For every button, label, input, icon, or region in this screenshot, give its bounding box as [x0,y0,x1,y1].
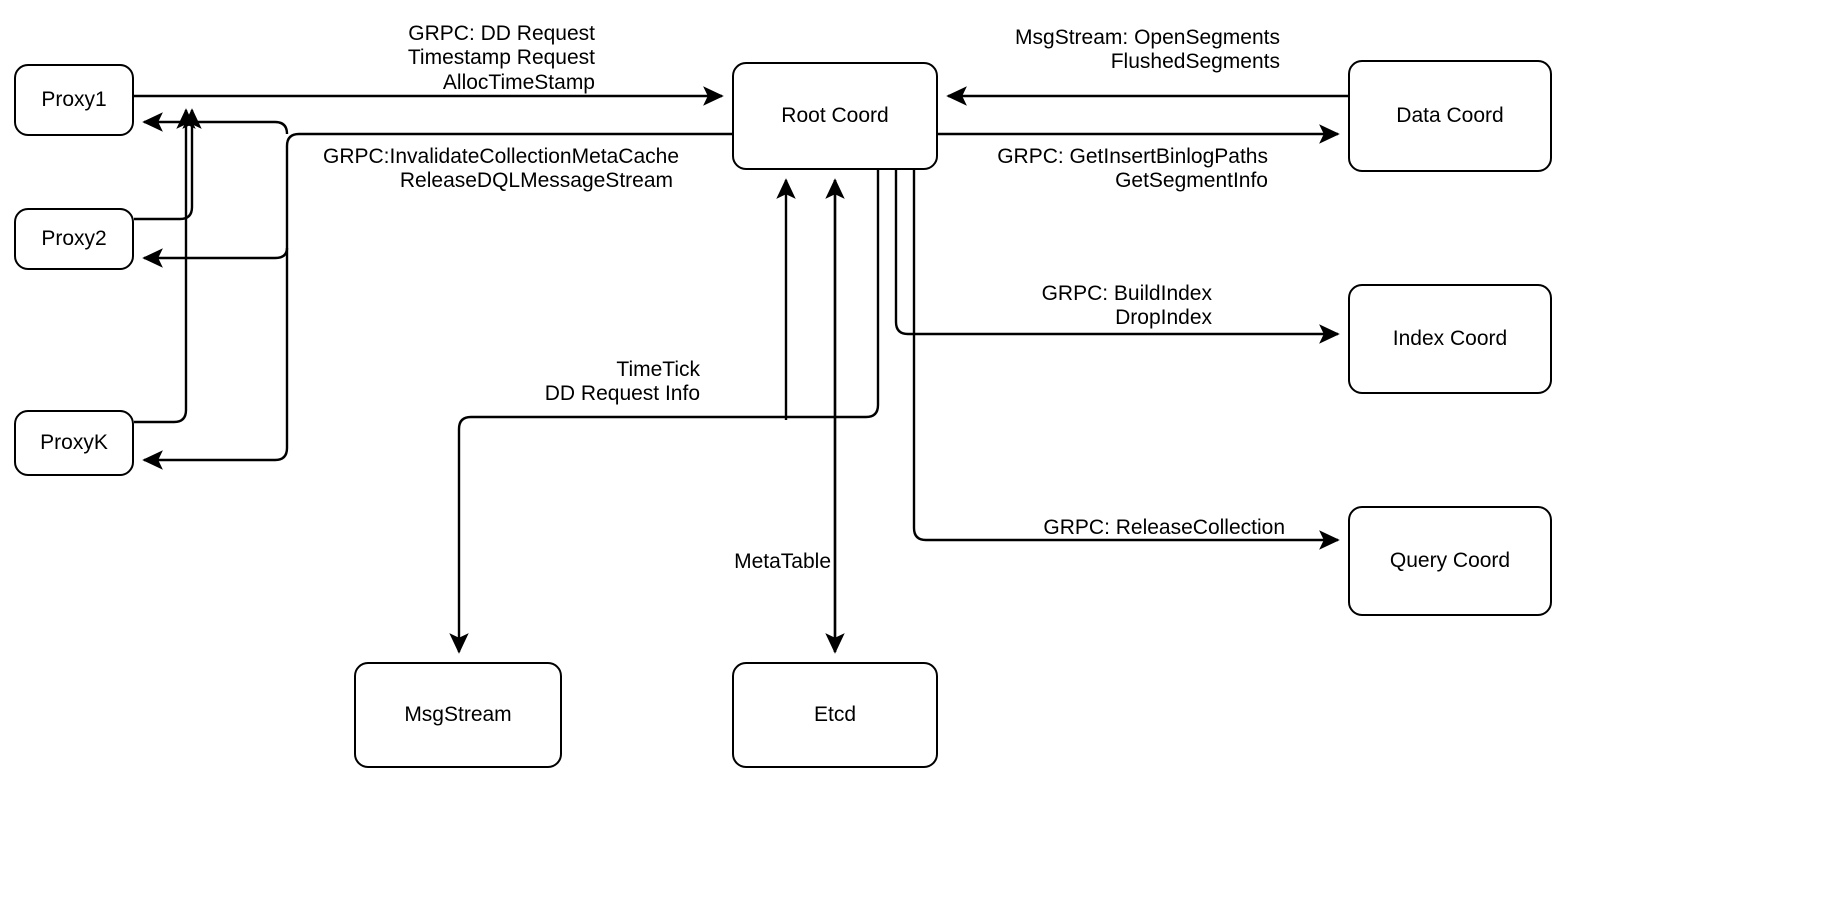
edge-label-line: GRPC: GetInsertBinlogPaths [997,145,1268,168]
node-proxy2[interactable]: Proxy2 [14,208,134,270]
node-msgstream-label: MsgStream [404,703,512,727]
node-etcd[interactable]: Etcd [732,662,938,768]
edge-label-line: ReleaseDQLMessageStream [399,169,673,193]
node-query-coord-label: Query Coord [1389,549,1511,573]
node-proxy2-label: Proxy2 [41,227,107,251]
edge-proxy2-to-rootcoord [134,108,202,221]
edge-proxyk-to-rootcoord [134,108,196,424]
edge-label-line: GRPC: ReleaseCollection [1043,516,1285,539]
node-query-coord[interactable]: Query Coord [1348,506,1552,616]
edge-label-root-to-querycoord: GRPC: ReleaseCollection [950,516,1285,540]
node-proxyk-label: ProxyK [40,431,108,455]
edge-label-line: GRPC:InvalidateCollectionMetaCache [323,145,680,168]
edge-rootcoord-to-msgstream [449,170,880,654]
node-root-coord[interactable]: Root Coord [732,62,938,170]
edge-rootcoord-to-querycoord [912,170,1340,550]
node-index-coord[interactable]: Index Coord [1348,284,1552,394]
edge-label-line: GRPC: DD Request [408,22,595,45]
edge-label-line: MetaTable [734,550,831,573]
edge-label-line: GetSegmentInfo [1115,169,1268,193]
edge-label-line: GRPC: BuildIndex [1041,282,1212,305]
node-index-coord-label: Index Coord [1392,327,1508,351]
edge-label-line: DropIndex [1115,306,1212,330]
edge-rootcoord-to-indexcoord [894,170,1340,344]
edge-rootcoord-to-proxies-trunk [142,132,732,470]
edge-rootcoord-to-proxy1 [142,112,289,135]
node-msgstream[interactable]: MsgStream [354,662,562,768]
node-proxyk[interactable]: ProxyK [14,410,134,476]
node-root-coord-label: Root Coord [781,104,889,128]
node-data-coord[interactable]: Data Coord [1348,60,1552,172]
edge-label-line: TimeTick [616,358,700,381]
node-proxy1-label: Proxy1 [41,88,107,112]
edge-label-line: DD Request Info [544,382,700,406]
edge-label-root-to-etcd: MetaTable [600,550,831,574]
node-etcd-label: Etcd [813,703,857,727]
edge-label-line: AllocTimeStamp [442,70,595,94]
edge-rootcoord-to-proxy2 [142,247,289,268]
edge-label-line: FlushedSegments [1110,50,1280,74]
edge-label-line: Timestamp Request [407,46,595,70]
node-proxy1[interactable]: Proxy1 [14,64,134,136]
node-data-coord-label: Data Coord [1396,104,1504,128]
edge-label-line: MsgStream: OpenSegments [1015,26,1280,49]
